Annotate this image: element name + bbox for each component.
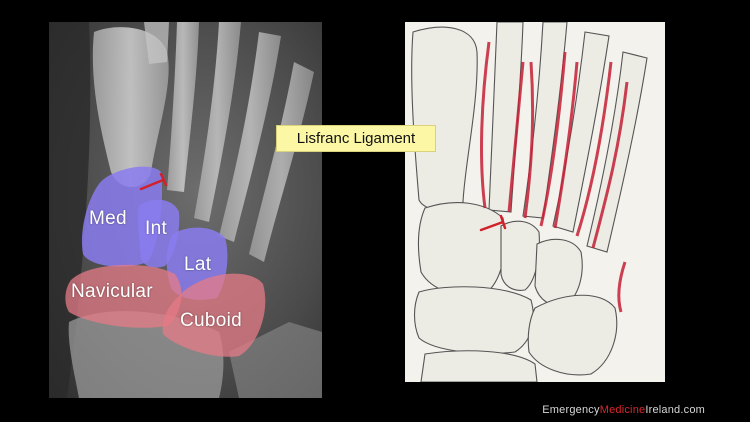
cuboid-overlay (162, 273, 266, 357)
navicular-overlay (65, 264, 182, 328)
watermark-part3: Ireland.com (645, 404, 705, 416)
xray-image (49, 22, 322, 398)
label-cuboid: Cuboid (180, 310, 243, 331)
label-navicular: Navicular (71, 281, 153, 302)
callout-text: Lisfranc Ligament (296, 130, 416, 147)
anatomy-drawing-panel (405, 22, 665, 382)
label-med: Med (89, 208, 127, 229)
lisfranc-marker-drawing (479, 214, 507, 232)
anatomy-drawing (405, 22, 665, 382)
lisfranc-marker-xray (139, 172, 168, 191)
label-lat: Lat (184, 254, 212, 275)
watermark-part2: Medicine (599, 404, 646, 416)
xray-panel: Med Int Lat Navicular Cuboid (49, 22, 322, 398)
label-int: Int (145, 218, 168, 239)
watermark-part1: Emergency (542, 404, 600, 416)
lisfranc-ligament-callout: Lisfranc Ligament (276, 125, 436, 152)
site-watermark: EmergencyMedicineIreland.com (542, 404, 705, 416)
